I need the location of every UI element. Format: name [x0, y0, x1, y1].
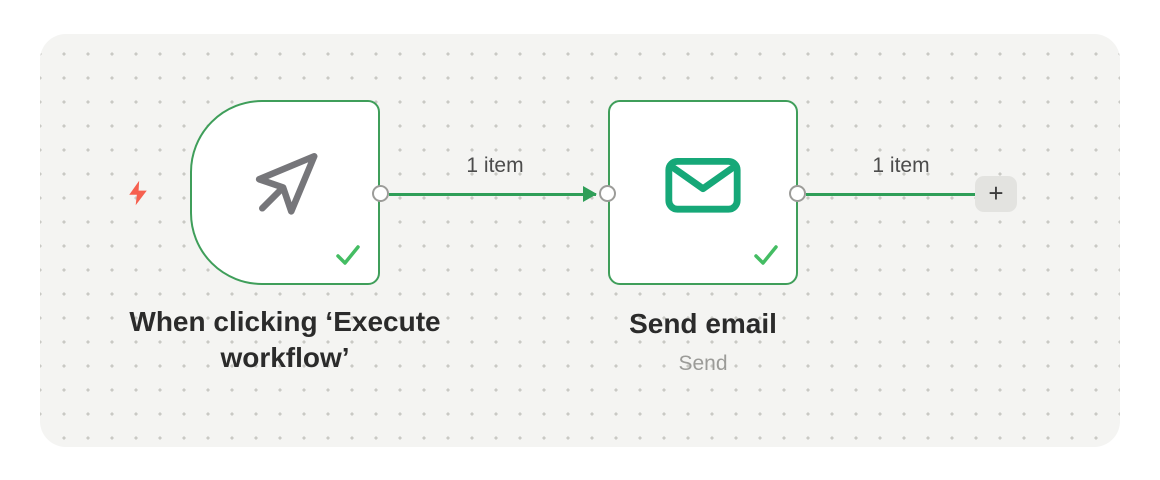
connection-items-label: 1 item	[466, 154, 524, 177]
workflow-canvas[interactable]: 1 item 1 item + When clicking ‘Execute w…	[40, 34, 1120, 447]
lightning-icon	[124, 178, 152, 213]
node-manual-trigger[interactable]	[190, 100, 380, 285]
cursor-icon	[246, 146, 324, 229]
connection-line[interactable]	[806, 193, 976, 196]
success-check-icon	[750, 240, 782, 275]
connection-line[interactable]	[389, 193, 596, 196]
envelope-icon	[662, 144, 744, 231]
output-connector[interactable]	[372, 185, 389, 202]
output-connector[interactable]	[789, 185, 806, 202]
connection-items-label: 1 item	[872, 154, 930, 177]
input-connector[interactable]	[599, 185, 616, 202]
node-send-email[interactable]	[608, 100, 798, 285]
node-title-send-email: Send email	[629, 308, 777, 339]
node-subtitle-send: Send	[678, 352, 728, 375]
connection-arrow-icon	[583, 186, 597, 202]
add-node-button[interactable]: +	[975, 176, 1017, 212]
node-title-manual-trigger: When clicking ‘Execute workflow’	[129, 306, 441, 374]
success-check-icon	[332, 240, 364, 275]
